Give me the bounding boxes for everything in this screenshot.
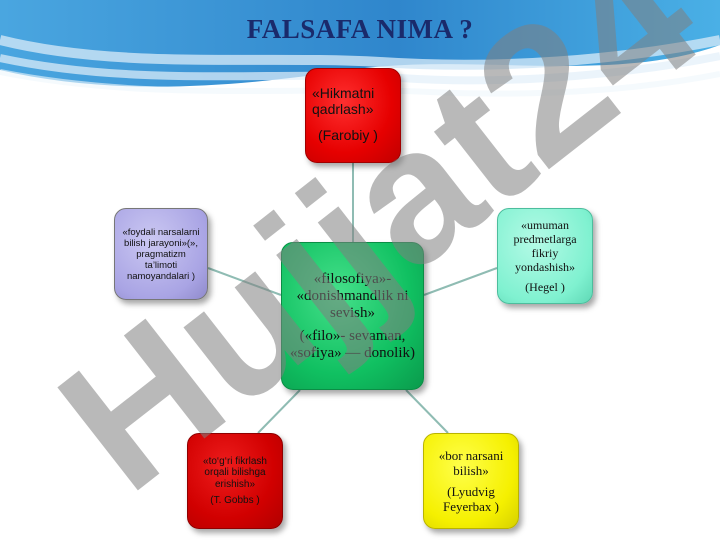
node-center-definition: «filosofiya»- «donishmandlik ni sevish» … <box>281 242 424 390</box>
gobbs-definition: «to‘g‘ri fikrlash orqali bilishga erishi… <box>203 455 267 490</box>
connector-right <box>423 267 498 296</box>
node-pragmatism: «foydali narsalarni bilish jarayoni»(», … <box>114 208 208 300</box>
feyerbax-author: (Lyudvig Feyerbax ) <box>443 484 499 514</box>
node-gobbs: «to‘g‘ri fikrlash orqali bilishga erishi… <box>187 433 283 529</box>
farobiy-definition: «Hikmatni qadrlash» <box>312 85 375 117</box>
node-feyerbax: «bor narsani bilish» (Lyudvig Feyerbax ) <box>423 433 519 529</box>
pragmatism-definition: «foydali narsalarni bilish jarayoni»(», … <box>122 226 200 282</box>
node-farobiy: «Hikmatni qadrlash» (Farobiy ) <box>305 68 401 163</box>
connector-bottom-right <box>405 389 449 434</box>
connector-left <box>207 267 282 296</box>
farobiy-author: (Farobiy ) <box>318 127 378 143</box>
connector-bottom-left <box>257 389 301 434</box>
feyerbax-definition: «bor narsani bilish» <box>438 448 504 478</box>
hegel-author: (Hegel ) <box>525 280 565 294</box>
center-definition-text: «filosofiya»- «donishmandlik ni sevish» <box>296 270 409 321</box>
slide-title: FALSAFA NIMA ? <box>246 14 474 44</box>
gobbs-author: (T. Gobbs ) <box>210 495 260 506</box>
center-etymology-text: («filo»- sevaman, «sofiya» — donolik) <box>290 327 415 361</box>
node-hegel: «umuman predmetlarga fikriy yondashish» … <box>497 208 593 304</box>
hegel-definition: «umuman predmetlarga fikriy yondashish» <box>513 218 577 274</box>
